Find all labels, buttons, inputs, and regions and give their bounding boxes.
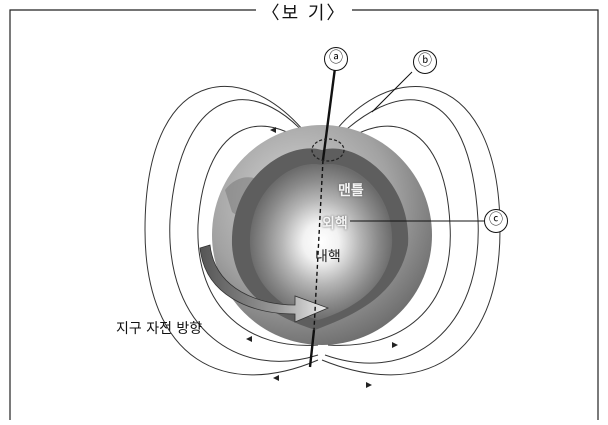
field-arrowheads <box>246 127 398 388</box>
leader-b <box>371 71 413 113</box>
label-b: ⓑ <box>413 50 437 74</box>
field-line-left-far <box>144 86 319 376</box>
rotation-axis-top <box>321 67 337 161</box>
label-c: ⓒ <box>484 209 508 233</box>
label-outer-core: 외핵 <box>322 216 348 232</box>
rotation-arrow <box>199 244 330 323</box>
field-line-left-outer <box>169 99 319 362</box>
field-line-left-inner <box>197 125 319 346</box>
label-inner-core: 내핵 <box>315 249 341 265</box>
field-line-right-outer <box>324 99 479 364</box>
rotation-axis-bottom <box>308 329 316 368</box>
label-a: ⓐ <box>324 47 348 71</box>
rotation-axis-dashed <box>313 159 324 331</box>
field-line-right-inner <box>327 125 451 346</box>
box-title: 〈보 기〉 <box>0 0 608 25</box>
label-mantle: 맨틀 <box>338 183 364 199</box>
pole-highlight-circle <box>311 138 345 162</box>
core-region <box>249 163 393 320</box>
label-rotation-direction: 지구 자전 방향 <box>116 321 203 337</box>
